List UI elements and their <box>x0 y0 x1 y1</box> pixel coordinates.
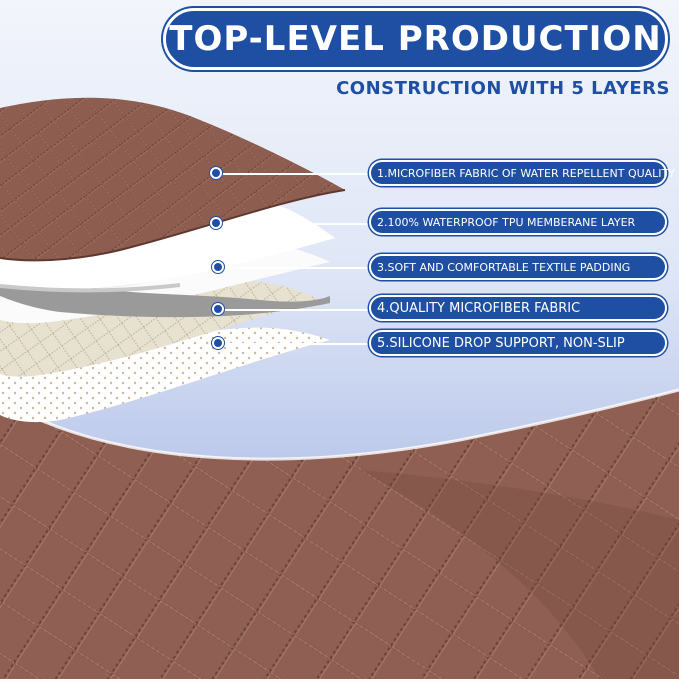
layer-3-label: 3.SOFT AND COMFORTABLE TEXTILE PADDING <box>377 260 631 274</box>
leader-line-1 <box>216 173 371 175</box>
layer-2-marker <box>210 217 222 229</box>
title-banner: TOP-LEVEL PRODUCTION <box>163 8 668 70</box>
layer-5-label: 5.SILICONE DROP SUPPORT, NON-SLIP <box>377 335 625 351</box>
layer-2-label-box: 2.100% WATERPROOF TPU MEMBERANE LAYER <box>369 209 667 235</box>
leader-line-3 <box>218 267 371 269</box>
layer-5-marker <box>212 337 224 349</box>
layer-4-label-box: 4.QUALITY MICROFIBER FABRIC <box>369 295 667 321</box>
layer-1-marker <box>210 167 222 179</box>
leader-line-4 <box>218 309 371 311</box>
page-subtitle: CONSTRUCTION WITH 5 LAYERS <box>336 78 670 99</box>
leader-line-5 <box>218 343 371 345</box>
layer-4-label: 4.QUALITY MICROFIBER FABRIC <box>377 300 581 316</box>
layer-3-label-box: 3.SOFT AND COMFORTABLE TEXTILE PADDING <box>369 254 667 280</box>
layer-3-marker <box>212 261 224 273</box>
layer-1-label: 1.MICROFIBER FABRIC OF WATER REPELLENT Q… <box>377 166 675 180</box>
leader-line-2 <box>216 223 371 225</box>
layer-2-label: 2.100% WATERPROOF TPU MEMBERANE LAYER <box>377 215 636 229</box>
layer-4-marker <box>212 303 224 315</box>
layer-1-label-box: 1.MICROFIBER FABRIC OF WATER REPELLENT Q… <box>369 160 675 186</box>
page-title: TOP-LEVEL PRODUCTION <box>169 19 662 59</box>
layer-5-label-box: 5.SILICONE DROP SUPPORT, NON-SLIP <box>369 330 667 356</box>
